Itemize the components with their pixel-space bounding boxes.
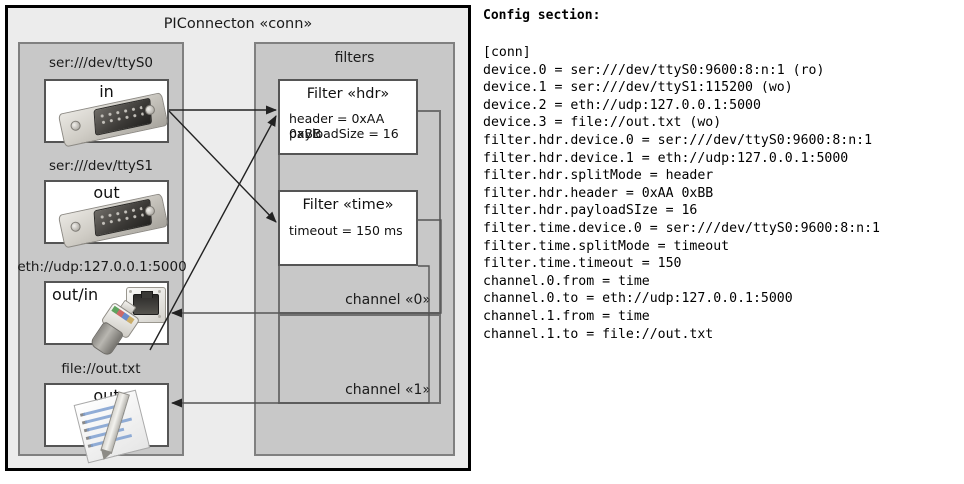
- device-caption-ttyS0: ser:///dev/ttyS0: [49, 55, 153, 71]
- channel-1-label: channel «1»: [345, 382, 431, 398]
- filter-time-attr-timeout: timeout = 150 ms: [289, 223, 403, 238]
- filter-time-title: Filter «time»: [302, 197, 394, 213]
- config-section-heading: Config section:: [483, 8, 601, 23]
- filter-hdr-title: Filter «hdr»: [306, 86, 390, 102]
- device-box-file[interactable]: out: [44, 383, 169, 464]
- connector-title: PIConnecton «conn»: [163, 16, 313, 32]
- device-caption-eth: eth://udp:127.0.0.1:5000: [17, 259, 187, 275]
- device-direction-ttyS1: out: [93, 183, 120, 202]
- filter-box-time[interactable]: Filter «time» timeout = 150 ms: [278, 190, 418, 266]
- device-direction-eth: out/in: [52, 285, 99, 304]
- filter-hdr-attr-header: header = 0xAA 0xBB: [289, 111, 385, 141]
- config-section-text: [conn] device.0 = ser:///dev/ttyS0:9600:…: [483, 45, 880, 342]
- filter-box-hdr[interactable]: Filter «hdr» header = 0xAA 0xBB payloadS…: [278, 79, 418, 155]
- device-box-eth[interactable]: out/in: [44, 281, 169, 358]
- device-box-ttyS1[interactable]: out: [44, 180, 169, 249]
- device-direction-ttyS0: in: [99, 82, 114, 101]
- filters-panel-title: filters: [334, 50, 375, 66]
- device-box-ttyS0[interactable]: in: [44, 79, 169, 148]
- channel-0-label: channel «0»: [345, 292, 431, 308]
- channel-box-1[interactable]: channel «1»: [278, 314, 441, 404]
- filter-hdr-attr-payloadsize: payloadSize = 16: [289, 126, 399, 141]
- device-caption-file: file://out.txt: [61, 361, 141, 377]
- device-caption-ttyS1: ser:///dev/ttyS1: [49, 158, 153, 174]
